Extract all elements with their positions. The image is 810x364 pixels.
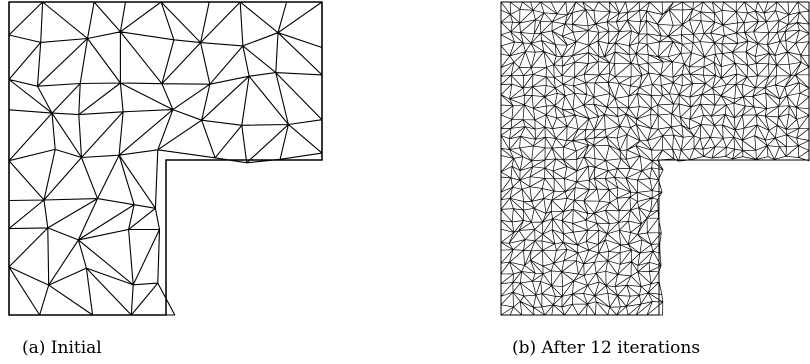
mesh-triangles <box>500 1 810 316</box>
caption-initial: (a) Initial <box>22 338 102 358</box>
figure-panel-initial: (a) Initial <box>0 0 330 364</box>
caption-after-iterations: (b) After 12 iterations <box>512 338 701 358</box>
figure-panel-refined: (b) After 12 iterations <box>486 0 810 364</box>
domain-boundary <box>8 1 323 316</box>
refined-mesh-diagram <box>500 1 810 316</box>
mesh-edges <box>8 1 323 316</box>
mesh-edges <box>500 1 810 316</box>
mesh-triangles <box>8 1 323 316</box>
coarse-mesh-diagram <box>8 1 323 316</box>
domain-boundary <box>500 1 810 316</box>
